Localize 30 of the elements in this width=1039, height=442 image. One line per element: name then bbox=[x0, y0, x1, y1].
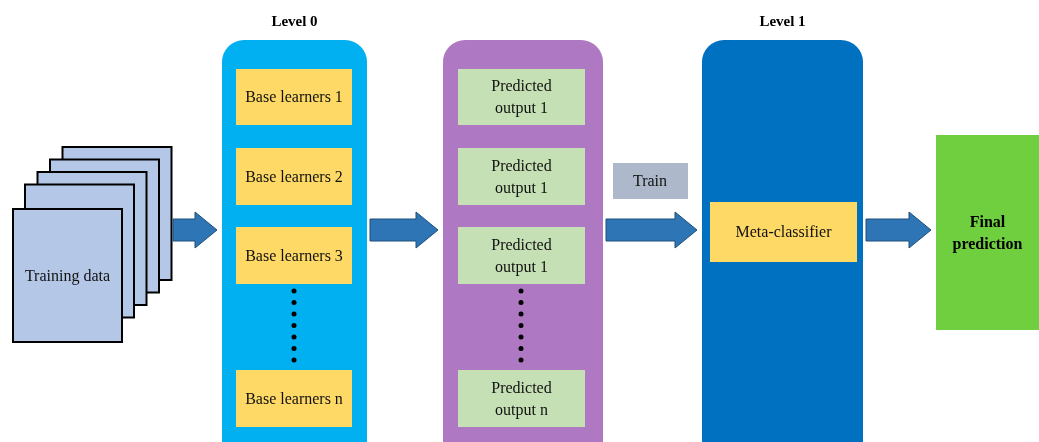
block-arrow bbox=[605, 211, 698, 249]
output-box bbox=[458, 370, 585, 427]
block-arrow bbox=[865, 211, 932, 249]
document-page bbox=[12, 208, 123, 343]
edge-label: Train bbox=[612, 163, 688, 199]
block-arrow bbox=[172, 211, 218, 249]
panel-heading: Level 0 bbox=[270, 12, 319, 31]
process-box bbox=[236, 148, 352, 205]
output-panel bbox=[443, 40, 603, 442]
block-arrow bbox=[369, 211, 439, 249]
node-text: Predicted output 1 bbox=[490, 76, 553, 119]
process-box bbox=[236, 69, 352, 125]
node-text: Predicted output 1 bbox=[490, 234, 553, 278]
node-text: Predicted output 1 bbox=[490, 155, 553, 199]
panel-heading: Level 1 bbox=[758, 12, 807, 31]
node-text: Meta-classifier bbox=[734, 222, 833, 242]
node-text: Final prediction bbox=[951, 211, 1024, 255]
node-text: Base learners 3 bbox=[245, 245, 343, 266]
node-text: Predicted output n bbox=[490, 377, 553, 421]
node-text: Base learners n bbox=[245, 388, 343, 409]
result-box bbox=[936, 135, 1039, 330]
output-box bbox=[458, 227, 585, 284]
process-box bbox=[236, 370, 352, 427]
node-text: Base learners 1 bbox=[245, 87, 343, 107]
process-box bbox=[236, 227, 352, 284]
output-box bbox=[458, 69, 585, 125]
output-box bbox=[458, 148, 585, 205]
node-text: Training data bbox=[24, 265, 111, 287]
node-text: Base learners 2 bbox=[245, 166, 343, 187]
process-box bbox=[710, 202, 857, 262]
